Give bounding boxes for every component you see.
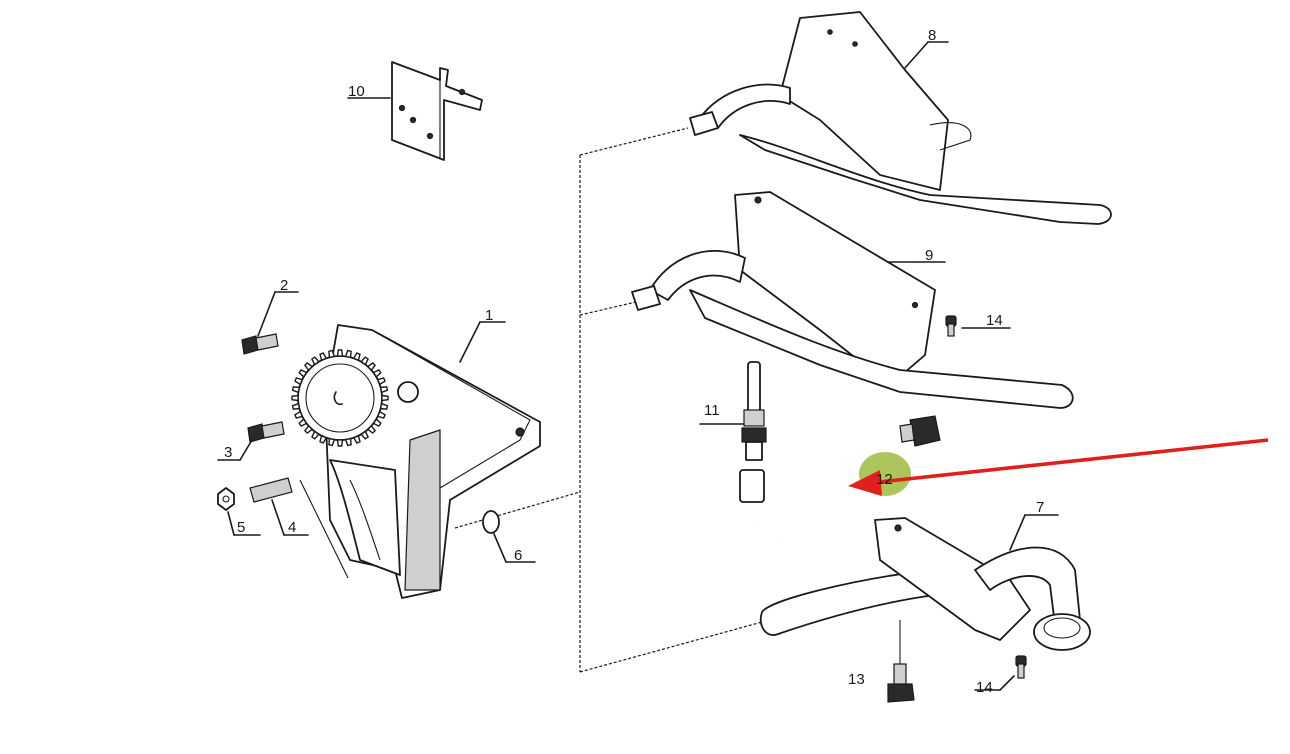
part-11-pressure-sender xyxy=(699,361,767,461)
part-3-screw xyxy=(217,421,285,461)
callout-4: 4 xyxy=(288,519,296,536)
part-4-stud xyxy=(249,477,349,579)
gear-tooth xyxy=(336,439,344,447)
gear-tooth xyxy=(372,368,382,378)
callout-1: 1 xyxy=(485,307,493,324)
part-7-pickup-tube xyxy=(759,514,1091,651)
part-1-oil-pump xyxy=(291,321,541,599)
gear-tooth xyxy=(336,349,344,357)
gear-tooth xyxy=(303,424,314,435)
gear-tooth xyxy=(294,377,304,386)
callout-10: 10 xyxy=(348,83,365,100)
part-9-suction-pipe xyxy=(631,191,1074,409)
gear-tooth xyxy=(372,418,382,428)
callout-11: 11 xyxy=(704,402,720,419)
gear-tooth xyxy=(310,356,320,366)
callout-12: 12 xyxy=(876,471,893,488)
gear-tooth xyxy=(352,352,361,362)
callout-13: 13 xyxy=(848,671,865,688)
red-arrow-icon xyxy=(848,438,1269,496)
callout-9: 9 xyxy=(925,247,933,264)
gear-tooth xyxy=(310,430,320,440)
gear-tooth xyxy=(360,430,370,440)
part-5-nut xyxy=(217,487,261,536)
part-12-oil-pipe xyxy=(739,415,941,539)
gear-tooth xyxy=(379,402,389,410)
gear-tooth xyxy=(298,418,308,428)
part-13-bolt xyxy=(887,620,915,703)
part-10-bracket xyxy=(347,61,483,161)
gear-tooth xyxy=(291,394,299,402)
gear-tooth xyxy=(352,434,361,444)
gear-tooth xyxy=(298,368,308,378)
callout-7: 7 xyxy=(1036,499,1044,516)
gear-tooth xyxy=(376,377,386,386)
callout-5: 5 xyxy=(237,519,245,536)
part-14-screw-upper xyxy=(945,315,1011,337)
callout-6: 6 xyxy=(514,547,522,564)
part-6-o-ring xyxy=(482,510,536,563)
gear-tooth xyxy=(319,434,328,444)
gear-tooth xyxy=(319,352,328,362)
part-14-screw-lower xyxy=(974,655,1027,691)
callout-14-lower: 14 xyxy=(976,679,993,696)
gear-tooth xyxy=(344,437,352,447)
callout-14-upper: 14 xyxy=(986,312,1003,329)
gear-tooth xyxy=(366,424,377,435)
callout-2: 2 xyxy=(280,277,288,294)
callout-8: 8 xyxy=(928,27,936,44)
gear-tooth xyxy=(291,386,301,394)
gear-tooth xyxy=(328,349,336,359)
gear-tooth xyxy=(379,386,389,394)
gear-tooth xyxy=(360,356,370,366)
callout-3: 3 xyxy=(224,444,232,461)
gear-tooth xyxy=(291,402,301,410)
assembly-bracket-lines xyxy=(454,127,763,673)
gear-tooth xyxy=(294,410,304,419)
gear-tooth xyxy=(381,394,389,402)
gear-teeth xyxy=(291,349,389,447)
gear-tooth xyxy=(328,437,336,447)
gear-tooth xyxy=(344,349,352,359)
part-2-screw xyxy=(241,291,299,355)
gear-tooth xyxy=(303,361,314,372)
gear-tooth xyxy=(366,361,377,372)
part-8-suction-pipe xyxy=(689,11,1112,225)
gear-tooth xyxy=(376,410,386,419)
